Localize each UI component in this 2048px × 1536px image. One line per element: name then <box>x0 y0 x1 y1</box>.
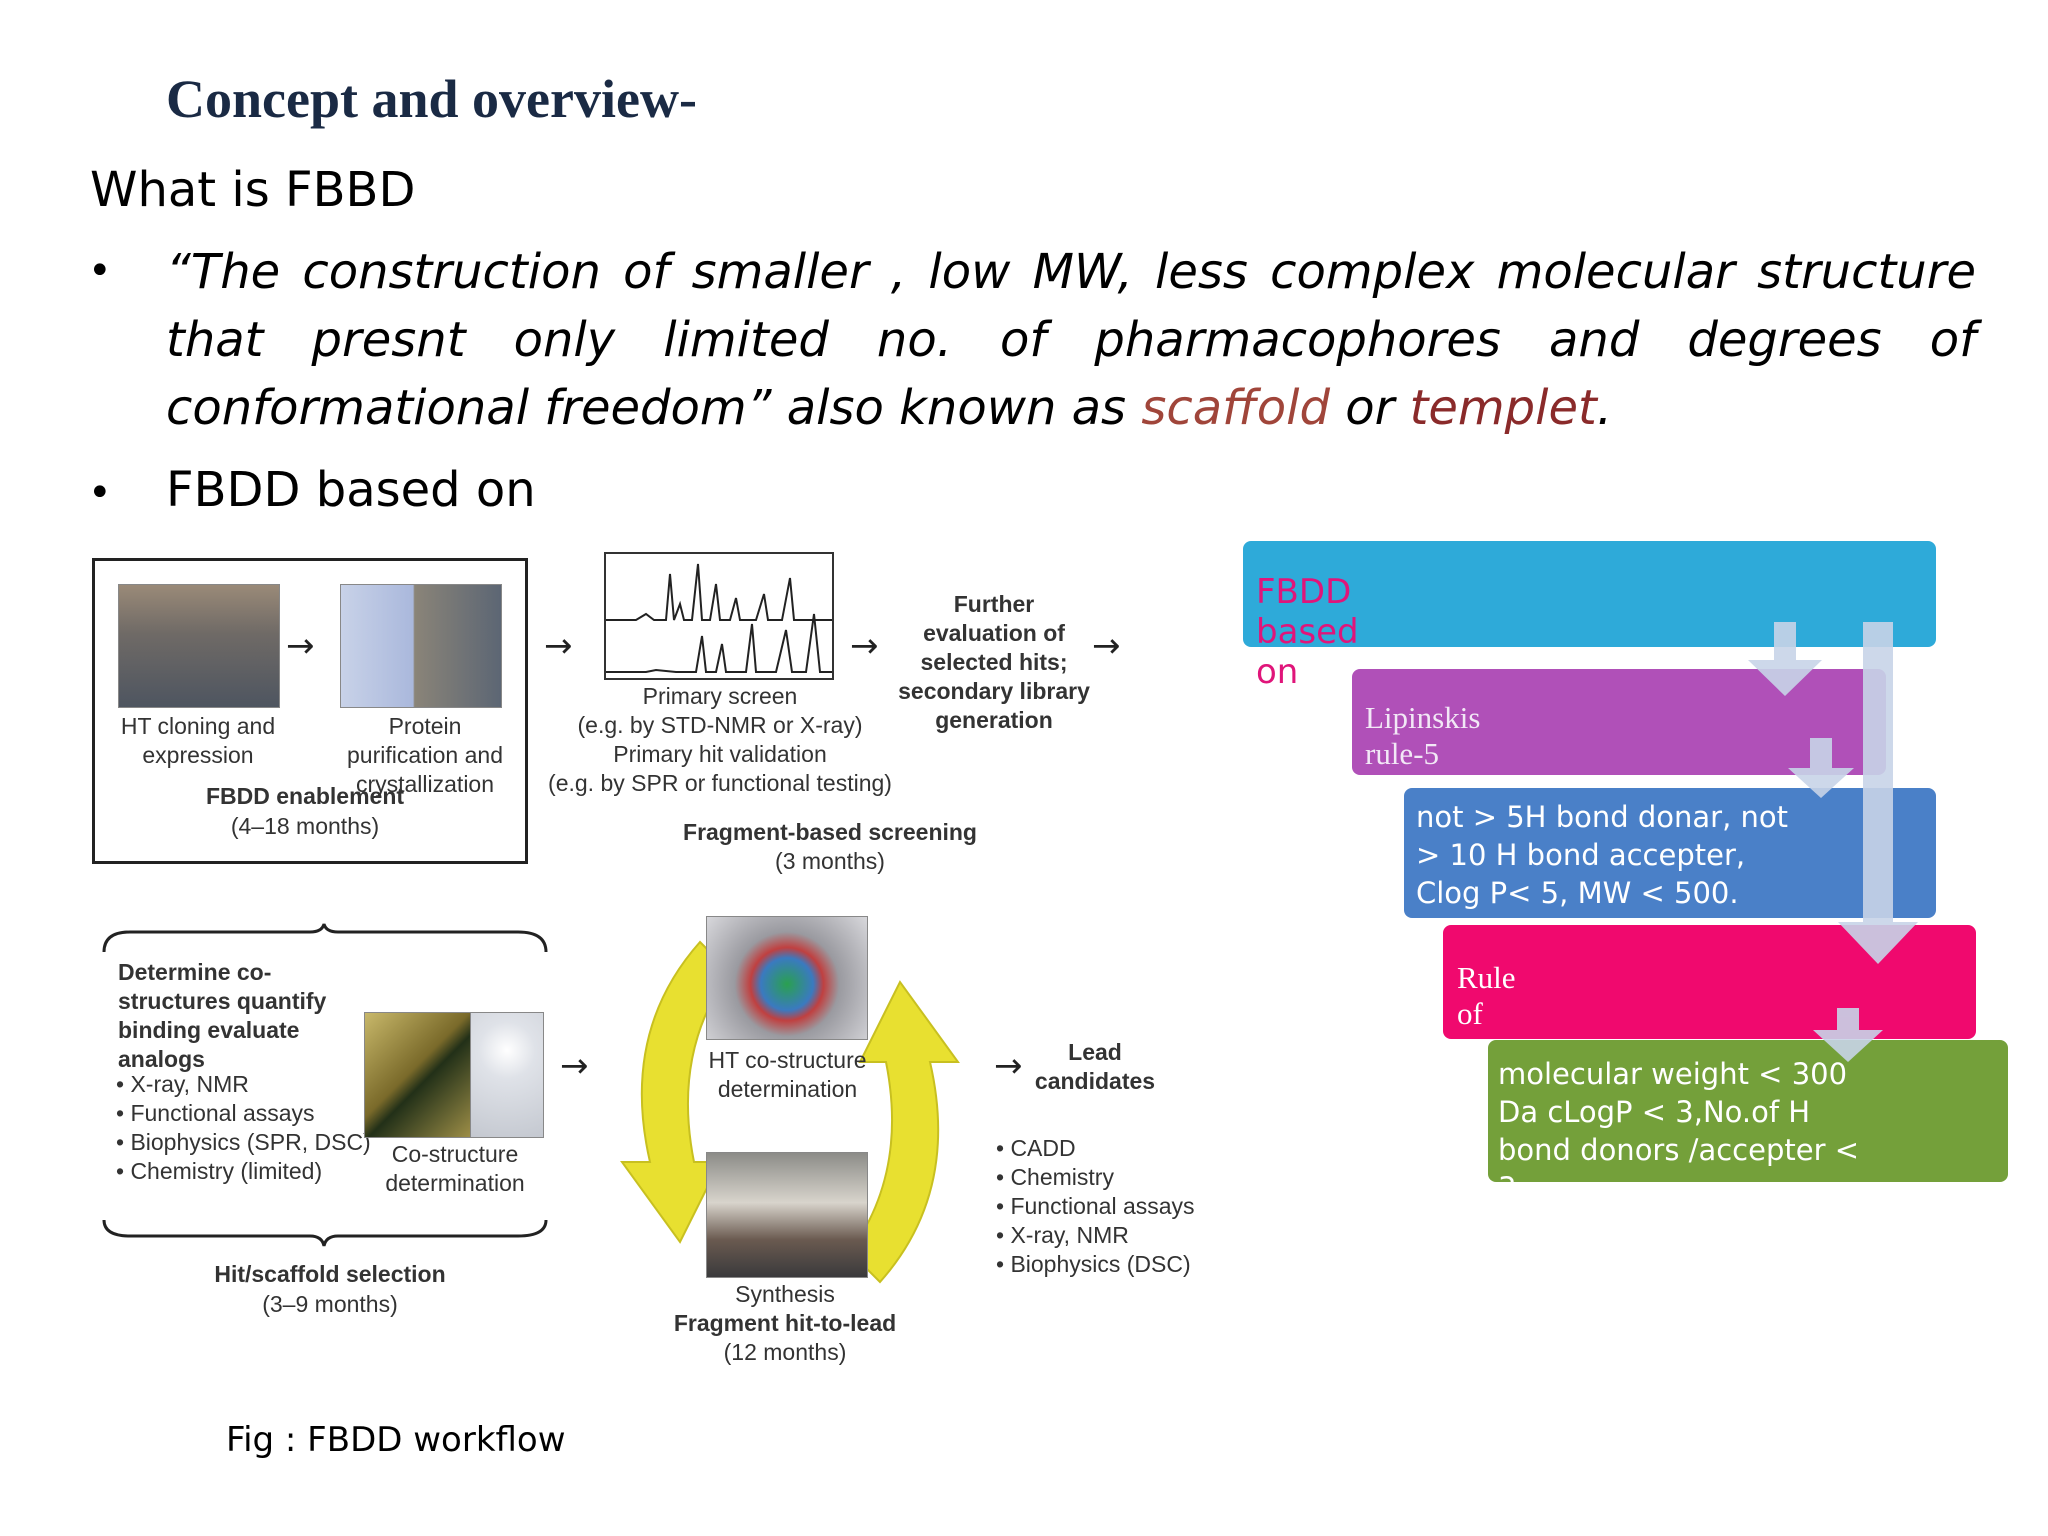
primary-hit-eg: (e.g. by SPR or functional testing) <box>548 770 892 796</box>
cloning-photo <box>118 584 280 708</box>
arrow-icon: → <box>286 626 315 666</box>
iteration-cycle-arrows <box>620 940 960 1284</box>
figure-caption: Fig : FBDD workflow <box>226 1420 566 1460</box>
determine-label: Determine co-structures quantify binding… <box>118 959 327 1072</box>
lead-item: • Functional assays <box>996 1193 1195 1219</box>
bullet-dot: • <box>88 470 112 516</box>
spectrum-graphic <box>606 563 832 673</box>
determine-item: • Chemistry (limited) <box>116 1158 323 1184</box>
lead-item: • Chemistry <box>996 1164 1114 1190</box>
primary-hit-label: Primary hit validation <box>613 741 827 767</box>
fragment-screening-time: (3 months) <box>775 848 885 874</box>
arrow-icon: → <box>560 1046 589 1086</box>
lead-item: • Biophysics (DSC) <box>996 1251 1191 1277</box>
diffraction-photo <box>470 1012 544 1138</box>
primary-screen-eg: (e.g. by STD-NMR or X-ray) <box>577 712 863 738</box>
top-brace <box>102 923 548 953</box>
enablement-frame <box>92 558 528 864</box>
protein-structure-photo <box>706 916 868 1040</box>
level2-box <box>1352 669 1886 775</box>
definition-text: “The construction of smaller , low MW, l… <box>166 244 1976 436</box>
lead-item: • X-ray, NMR <box>996 1222 1129 1248</box>
level5-box <box>1488 1040 2008 1182</box>
fragment-screening-label: Fragment-based screening <box>683 819 977 845</box>
ht-cloning-label: HT cloning and expression <box>120 713 276 768</box>
further-evaluation-label: Further evaluation of selected hits; sec… <box>898 591 1090 733</box>
bullet-dot: • <box>88 248 112 294</box>
level3-label: not > 5H bond donar, not > 10 H bond acc… <box>1416 800 1789 910</box>
term-or: or <box>1329 380 1410 436</box>
hierarchy-connector-arrows <box>1748 622 1918 1062</box>
arrow-icon: → <box>850 626 879 666</box>
arrow-icon: → <box>544 626 573 666</box>
determine-item: • Functional assays <box>116 1100 315 1126</box>
subtitle: What is FBBD <box>90 162 416 218</box>
hit-scaffold-label: Hit/scaffold selection <box>214 1261 446 1287</box>
synthesis-label: Synthesis <box>735 1281 835 1307</box>
crystal-photo <box>364 1012 474 1138</box>
synthesis-photo <box>706 1152 868 1278</box>
determine-item: • X-ray, NMR <box>116 1071 249 1097</box>
fragment-hit-lead-time: (12 months) <box>723 1339 847 1365</box>
level2-label: Lipinskis rule-5 <box>1365 700 1481 771</box>
ht-costructure-label: HT co-structure determination <box>708 1047 867 1102</box>
arrow-icon: → <box>1092 626 1121 666</box>
enablement-time: (4–18 months) <box>230 813 380 839</box>
purification-photo <box>340 584 502 708</box>
arrow-icon: → <box>994 1046 1023 1086</box>
term-end: . <box>1596 380 1613 436</box>
protein-purification-label: Protein purification and crystallization <box>347 713 503 797</box>
bullet-fbdd-based-on: FBDD based on <box>166 462 536 518</box>
hit-scaffold-time: (3–9 months) <box>262 1291 398 1317</box>
bottom-brace <box>102 1219 548 1247</box>
enablement-label: FBDD enablement <box>205 783 405 809</box>
term-templet: templet <box>1409 380 1597 436</box>
lead-item: • CADD <box>996 1135 1076 1161</box>
co-structure-label: Co-structure determination <box>385 1141 525 1196</box>
level1-label: FBDD based on <box>1256 572 1359 692</box>
determine-item: • Biophysics (SPR, DSC) <box>116 1129 371 1155</box>
term-scaffold: scaffold <box>1141 380 1330 436</box>
level4-label: Rule of -3 <box>1457 960 1516 1067</box>
nmr-spectrum-chart <box>604 552 834 680</box>
definition-paragraph: “The construction of smaller , low MW, l… <box>166 238 1976 442</box>
primary-screen-label: Primary screen <box>642 683 798 709</box>
slide-title: Concept and overview- <box>166 69 697 129</box>
fbdd-workflow-figure: → HT cloning and expression Protein puri… <box>92 552 1195 1365</box>
level5-label: molecular weight < 300 Da cLogP < 3,No.o… <box>1498 1057 1860 1205</box>
lead-candidates-label: Lead candidates <box>1034 1039 1156 1094</box>
level3-box <box>1404 788 1936 918</box>
level1-box <box>1243 541 1936 647</box>
fragment-hit-lead-label: Fragment hit-to-lead <box>673 1310 897 1336</box>
